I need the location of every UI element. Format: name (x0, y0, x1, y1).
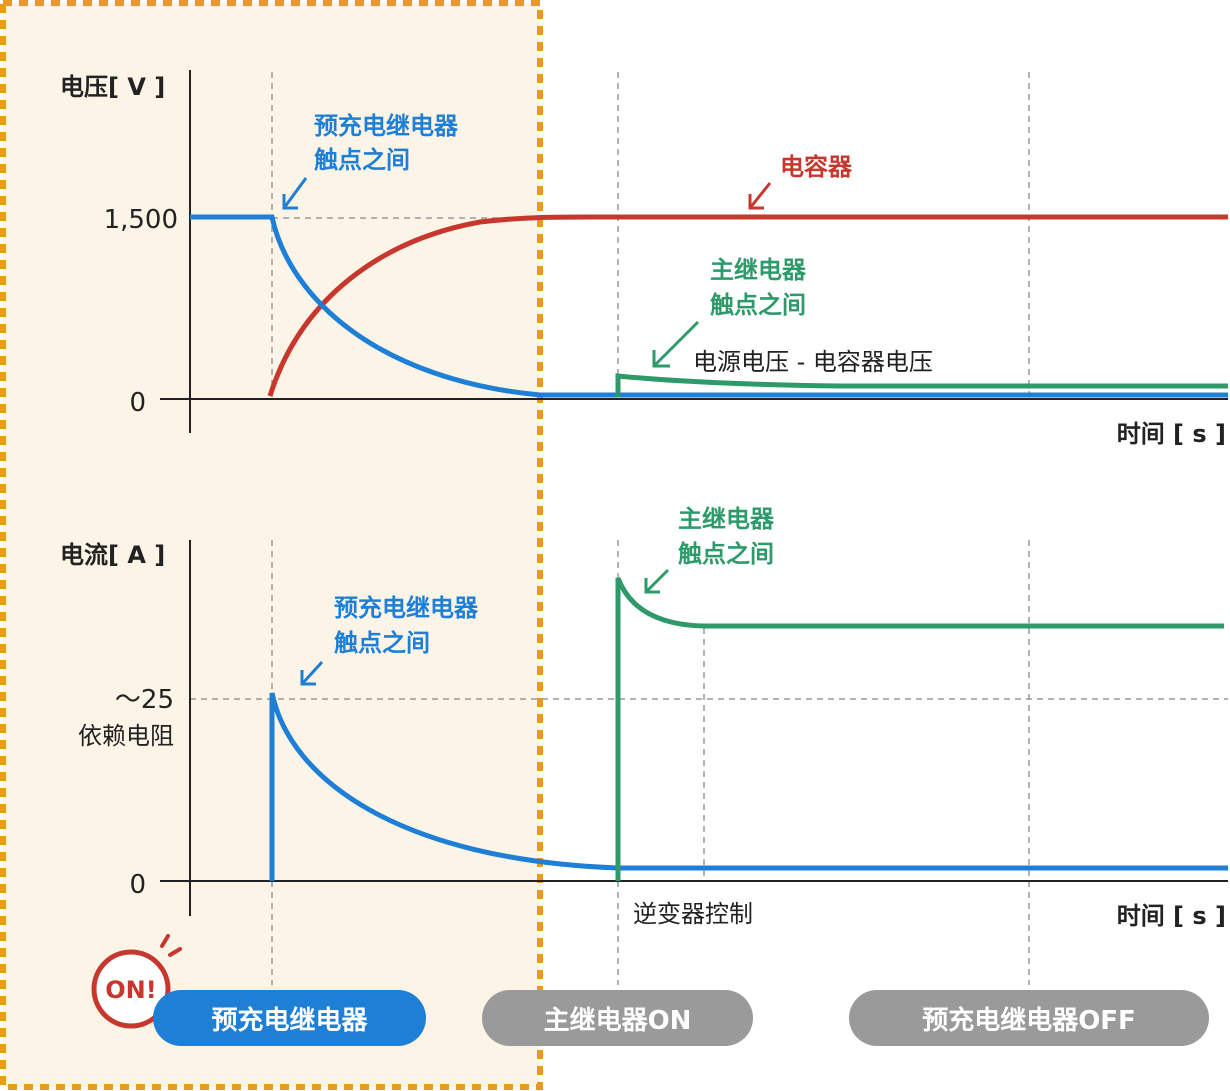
voltage-main-relay-label-line2: 触点之间 (710, 291, 806, 319)
voltage-precharge-arrow-icon (282, 177, 308, 210)
on-badge-icon: ON! (91, 934, 182, 1029)
current-inverter-label: 逆变器控制 (633, 900, 753, 928)
current-x-axis-label: 时间 [ s ] (1117, 902, 1226, 930)
voltage-chart: 电压[ V ] 1,500 0 时间 [ s ] 预充电继电器 触点之间 电容器… (60, 70, 1228, 448)
voltage-precharge-curve (190, 214, 1228, 398)
voltage-main-relay-arrow-icon (652, 320, 700, 368)
current-tick-0: 0 (129, 870, 146, 900)
voltage-precharge-label-line1: 预充电继电器 (314, 112, 459, 140)
current-precharge-label-line1: 预充电继电器 (334, 594, 479, 622)
voltage-capacitor-curve (267, 214, 1228, 397)
voltage-capacitor-arrow-icon (748, 182, 772, 210)
voltage-y-axis-label: 电压[ V ] (60, 73, 165, 101)
current-precharge-curve (269, 692, 1228, 881)
current-main-relay-label-line1: 主继电器 (678, 505, 775, 533)
voltage-capacitor-label: 电容器 (780, 153, 853, 181)
current-main-relay-arrow-icon (644, 568, 670, 594)
phase-pill-precharge: 预充电继电器 (153, 990, 426, 1046)
voltage-x-axis-label: 时间 [ s ] (1117, 420, 1226, 448)
voltage-precharge-label-line2: 触点之间 (314, 146, 410, 174)
current-precharge-arrow-icon (300, 660, 324, 686)
current-tick-25-note: 依赖电阻 (78, 722, 174, 750)
current-chart: 电流[ A ] ～25 依赖电阻 0 时间 [ s ] 逆变器控制 预充电继电器… (60, 505, 1228, 985)
voltage-diff-label: 电源电压 - 电容器电压 (693, 348, 933, 376)
on-badge-text: ON! (105, 976, 156, 1004)
current-precharge-label-line2: 触点之间 (334, 629, 430, 657)
voltage-tick-0: 0 (129, 388, 146, 418)
voltage-main-relay-curve (615, 373, 1228, 397)
current-y-axis-label: 电流[ A ] (60, 541, 165, 569)
current-main-relay-curve (615, 577, 1224, 881)
phase-pill-main-on: 主继电器ON (482, 990, 753, 1046)
voltage-main-relay-label-line1: 主继电器 (710, 256, 807, 284)
phase-pill-precharge-off: 预充电继电器OFF (849, 990, 1209, 1046)
voltage-tick-1500: 1,500 (104, 205, 178, 235)
current-tick-25: ～25 (115, 685, 174, 715)
current-main-relay-label-line2: 触点之间 (678, 540, 774, 568)
